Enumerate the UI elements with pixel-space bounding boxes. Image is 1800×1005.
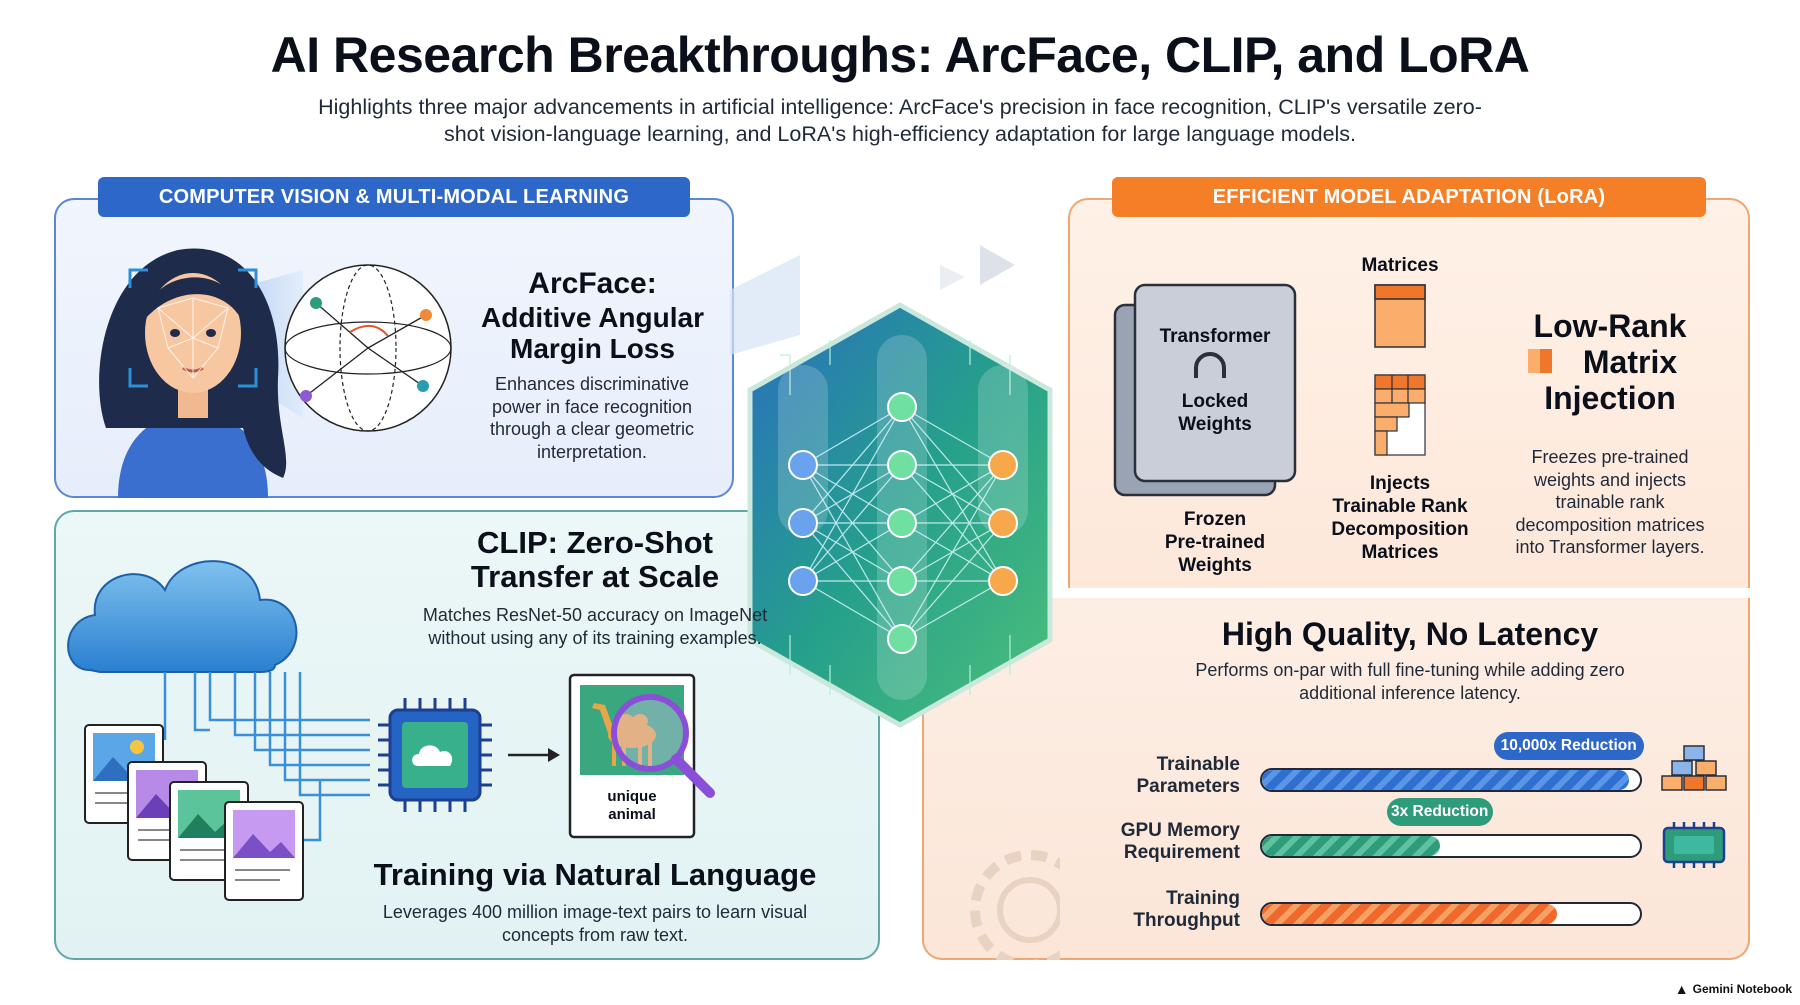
gpu-memory-badge: 3x Reduction [1386, 798, 1493, 826]
nn-edge [802, 464, 903, 582]
arcface-title: ArcFace: [528, 267, 657, 300]
gpu-memory-bar-fill [1262, 836, 1440, 856]
frozen-weights-label: Frozen Pre-trained Weights [1164, 509, 1266, 576]
lora-illustration [1113, 283, 1426, 497]
arrow-icon [508, 748, 560, 762]
nn-edge [901, 464, 1004, 640]
clip-title: CLIP: Zero-Shot Transfer at Scale [470, 525, 720, 594]
clip-illustration [67, 560, 715, 901]
page-title: AI Research Breakthroughs: ArcFace, CLIP… [270, 27, 1530, 83]
trainable-parameters-badge: 10,000x Reduction [1493, 732, 1644, 760]
lock-icon [1194, 352, 1226, 378]
nn-node [887, 566, 917, 596]
lowrank-description: Freezes pre-trained weights and injects … [1515, 447, 1705, 557]
nn-node [887, 450, 917, 480]
arcface-subtitle: Additive Angular Margin Loss [481, 302, 704, 364]
nn-node [788, 566, 818, 596]
trainable-parameters-bar [1260, 768, 1642, 792]
nn-edge [901, 464, 1004, 524]
woman-avatar [99, 248, 287, 498]
transformer-block [1113, 283, 1297, 497]
neural-network-hexagon [730, 245, 1053, 728]
nn-edge [802, 406, 903, 524]
training-description: Leverages 400 million image-text pairs t… [382, 902, 808, 945]
matrix-a [1374, 284, 1426, 348]
nn-edge [802, 580, 903, 640]
clip-description: Matches ResNet-50 accuracy on ImageNet w… [422, 605, 768, 648]
nn-node [887, 508, 917, 538]
nn-node [887, 392, 917, 422]
lowrank-title: Low-Rank Matrix Injection [1533, 308, 1687, 416]
training-throughput-bar-fill [1262, 904, 1557, 924]
nn-edge [901, 580, 1004, 640]
nn-node [788, 508, 818, 538]
unique-animal-card [568, 673, 715, 839]
training-title: Training via Natural Language [373, 857, 817, 892]
transformer-label: Transformer [1159, 326, 1271, 347]
nn-edge [901, 522, 1004, 640]
gemini-notebook-logo-icon: ▲ [1674, 981, 1689, 997]
gpu-memory-bar [1260, 834, 1642, 858]
nn-edge [802, 406, 903, 582]
arcface-description: Enhances discriminative power in face re… [489, 374, 695, 462]
matrices-label: Matrices [1361, 255, 1439, 276]
circuit-traces [780, 340, 1011, 695]
unique-animal-label: unique animal [607, 788, 657, 823]
chip-icon [378, 698, 492, 812]
footer-brand: ▲ Gemini Notebook [1674, 981, 1792, 997]
hypersphere-icon [284, 264, 452, 432]
right-section-tab: EFFICIENT MODEL ADAPTATION (LoRA) [1112, 177, 1706, 217]
trainable-parameters-bar-fill [1262, 770, 1629, 790]
cloud-icon [67, 560, 298, 673]
locked-weights-label: Locked Weights [1178, 391, 1252, 435]
face-scan-frame [128, 268, 258, 388]
nn-node [887, 624, 917, 654]
nn-node [988, 450, 1018, 480]
nn-edge [901, 464, 1004, 582]
nn-edge [901, 406, 1004, 466]
page-subtitle: Highlights three major advancements in a… [318, 95, 1482, 146]
matrix-b [1374, 374, 1426, 456]
data-flow-lines [163, 672, 370, 842]
injects-label: Injects Trainable Rank Decomposition Mat… [1331, 473, 1469, 563]
nn-node [788, 450, 818, 480]
parameter-blocks-icon [1661, 745, 1727, 791]
matrix-square-icon [1528, 349, 1552, 373]
gear-watermark-icon [970, 850, 1060, 960]
image-stack-icon [84, 724, 304, 901]
quality-description: Performs on-par with full fine-tuning wh… [1195, 660, 1625, 703]
magnifier-icon [611, 694, 715, 798]
nn-node [988, 566, 1018, 596]
quality-title: High Quality, No Latency [1221, 616, 1599, 652]
nn-edge [802, 406, 903, 466]
arcface-illustration [99, 248, 452, 498]
gpu-memory-icon [1662, 822, 1726, 868]
nn-node [988, 508, 1018, 538]
nn-edge [802, 522, 903, 582]
training-throughput-bar [1260, 902, 1642, 926]
left-section-tab: COMPUTER VISION & MULTI-MODAL LEARNING [98, 177, 690, 217]
